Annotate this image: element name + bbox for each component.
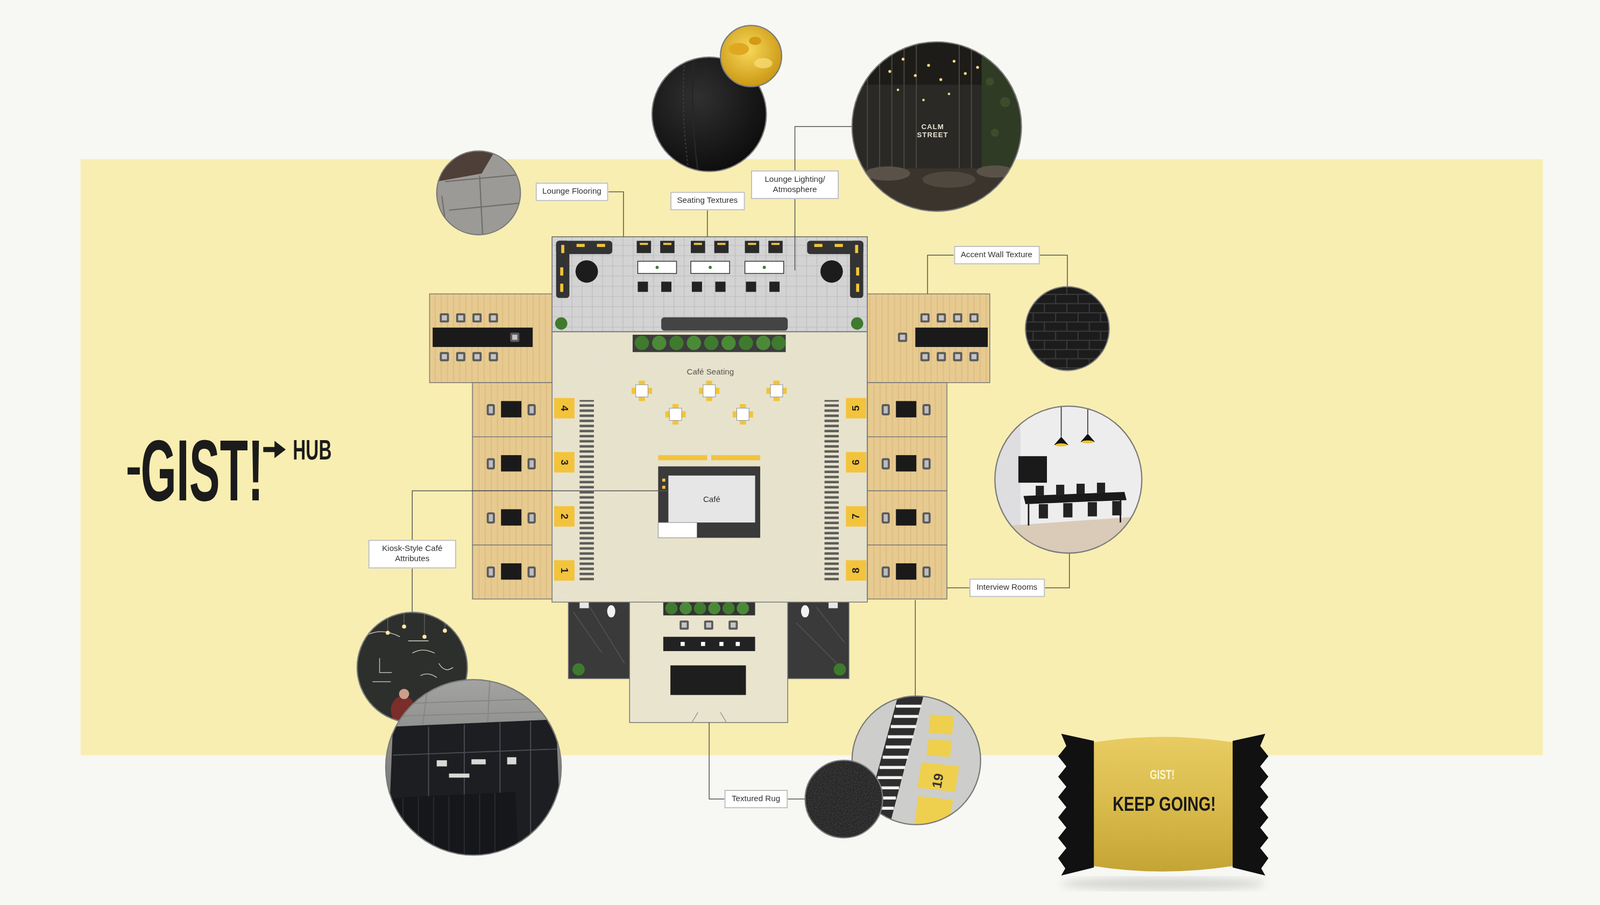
callout-number: 3 <box>558 459 570 466</box>
label-text: Accent Wall Texture <box>960 250 1033 261</box>
cafe-kiosk: Café <box>668 475 755 523</box>
candy-slogan: KEEP GOING! <box>1112 794 1216 814</box>
room-number: 2 <box>554 506 575 527</box>
callout-number: 2 <box>558 513 570 520</box>
room-number: 3 <box>554 451 575 473</box>
callout-number: 6 <box>851 459 862 466</box>
callout-label: Seating Textures <box>669 192 745 211</box>
label-text: Lounge Lighting/ Atmosphere <box>758 174 832 195</box>
callout-number: 5 <box>851 405 862 412</box>
candy-logo: GIST! <box>1149 767 1175 782</box>
label-text: Café <box>703 494 721 504</box>
room-number: 6 <box>845 451 867 473</box>
floor-plan: Café SeatingCafé 4 3 2 1 5 6 7 8 <box>429 236 990 723</box>
leader-line <box>412 490 669 540</box>
logo-text: GIST! <box>140 427 264 514</box>
logo-text: HUB <box>292 437 332 465</box>
room-number: 5 <box>845 398 867 419</box>
callout-label: Accent Wall Texture <box>953 245 1040 265</box>
callout-label: Lounge Flooring <box>535 182 609 202</box>
callout-label: Lounge Lighting/ Atmosphere <box>751 170 839 200</box>
callout-number: 4 <box>558 405 570 412</box>
label-text: Seating Textures <box>676 195 738 207</box>
label-text: Lounge Flooring <box>542 186 602 197</box>
leader-line <box>794 199 796 271</box>
callout-label: Textured Rug <box>724 789 788 809</box>
room-number: 7 <box>845 506 867 527</box>
label-text: Kiosk-Style Café Attributes <box>375 543 450 565</box>
callout-label: Interview Rooms <box>969 578 1045 597</box>
callout-label: Kiosk-Style Café Attributes <box>368 539 457 569</box>
leader-line <box>608 192 624 237</box>
sign-text: CALM STREET <box>915 123 950 139</box>
leader-line <box>927 255 954 294</box>
callout-number: 8 <box>851 567 862 574</box>
leader-line <box>946 587 970 589</box>
room-number: 4 <box>554 398 575 419</box>
floor-number: 19 <box>930 772 946 789</box>
callout-number: 7 <box>851 513 862 520</box>
leader-line <box>706 210 709 237</box>
room-number: 1 <box>554 560 575 581</box>
callout-number: 1 <box>558 567 570 574</box>
label-text: Café Seating <box>686 367 734 378</box>
room-number: 8 <box>845 560 867 581</box>
leader-line <box>709 722 725 799</box>
label-text: Textured Rug <box>731 794 781 805</box>
label-text: Interview Rooms <box>976 582 1038 593</box>
